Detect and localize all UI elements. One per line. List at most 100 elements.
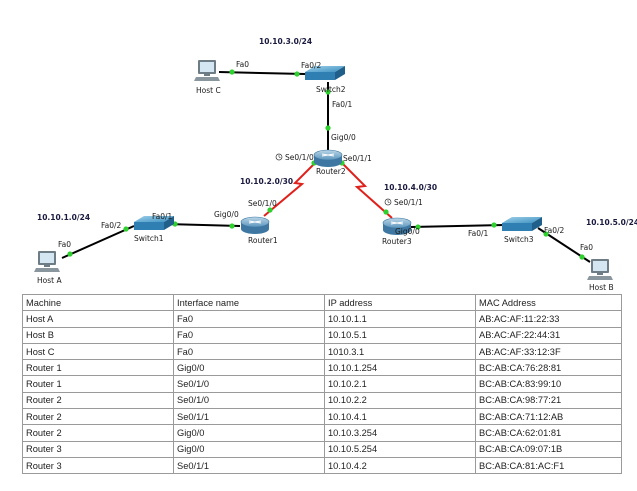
cell-machine: Host B (22, 326, 174, 344)
cell-interface: Se0/1/1 (173, 408, 325, 426)
cell-mac: BC:AB:CA:62:01:81 (475, 424, 622, 442)
port-label-router2-gig00: Gig0/0 (331, 133, 356, 142)
cell-machine: Router 2 (22, 391, 174, 410)
switch3-icon[interactable] (502, 217, 542, 231)
cell-ip: 10.10.5.254 (324, 440, 476, 458)
serial-link-router1-router2 (263, 157, 321, 217)
cell-mac: BC:AB:CA:09:07:1B (475, 440, 622, 458)
cell-interface: Se0/1/0 (173, 391, 325, 410)
port-dot (325, 125, 331, 131)
port-label-hostb-fa0: Fa0 (580, 243, 593, 252)
cell-ip: 10.10.3.254 (324, 424, 476, 442)
cell-machine: Router 2 (22, 424, 174, 442)
port-dot (229, 69, 235, 75)
link-router3-switch3 (410, 224, 505, 228)
cell-machine: Router 1 (22, 375, 174, 393)
port-label-hosta-fa0: Fa0 (58, 240, 71, 249)
host-a-pc-icon[interactable] (34, 251, 60, 272)
clock-icon (275, 153, 283, 161)
host-c-label: Host C (196, 86, 221, 95)
port-label-switch3-fa01: Fa0/1 (468, 229, 489, 238)
cell-ip: 10.10.4.1 (324, 408, 476, 426)
network-label-10-10-4: 10.10.4.0/30 (384, 183, 437, 192)
cell-machine: Host A (22, 310, 174, 328)
cell-mac: AB:AC:AF:33:12:3F (475, 342, 622, 361)
network-label-10-10-5: 10.10.5.0/24 (586, 218, 637, 227)
port-label-router2-se010: Se0/1/0 (285, 153, 314, 162)
cell-ip: 10.10.1.254 (324, 359, 476, 377)
cell-interface: Fa0 (173, 342, 325, 361)
port-dot (415, 224, 421, 230)
port-label-switch1-fa01: Fa0/1 (152, 212, 173, 221)
switch2-icon[interactable] (305, 66, 345, 80)
cell-machine: Router 1 (22, 359, 174, 377)
port-dot (67, 251, 73, 257)
addressing-table: Machine Interface name IP address MAC Ad… (22, 293, 622, 475)
column-header-ip: IP address (324, 293, 476, 312)
router2-label: Router2 (316, 167, 346, 176)
cell-mac: AB:AC:AF:22:44:31 (475, 326, 622, 344)
switch2-label: Switch2 (316, 85, 346, 94)
router1-label: Router1 (248, 236, 278, 245)
router3-label: Router3 (382, 237, 412, 246)
cell-interface: Gig0/0 (173, 440, 325, 458)
cell-ip: 10.10.2.2 (324, 391, 476, 410)
cell-interface: Gig0/0 (173, 359, 325, 377)
cell-ip: 10.10.1.1 (324, 310, 476, 328)
cell-machine: Host C (22, 342, 174, 361)
column-header-mac: MAC Address (475, 293, 622, 312)
cell-interface: Se0/1/1 (173, 456, 325, 475)
router3-icon[interactable] (382, 217, 412, 235)
host-a-label: Host A (37, 276, 62, 285)
cell-mac: BC:AB:CA:81:AC:F1 (475, 456, 622, 475)
switch3-label: Switch3 (504, 235, 534, 244)
network-label-10-10-1: 10.10.1.0/24 (37, 213, 90, 222)
port-label-switch2-fa01: Fa0/1 (332, 100, 353, 109)
port-label-router1-gig00: Gig0/0 (214, 210, 239, 219)
cell-mac: BC:AB:CA:83:99:10 (475, 375, 622, 393)
port-dot (229, 223, 235, 229)
link-hosta-switch1 (61, 225, 135, 259)
port-label-router2-se011: Se0/1/1 (343, 154, 372, 163)
port-dot (491, 222, 497, 228)
port-label-hostc-fa0: Fa0 (236, 60, 249, 69)
serial-link-router2-router3 (336, 157, 393, 219)
port-label-switch2-fa02: Fa0/2 (301, 61, 322, 70)
switch1-label: Switch1 (134, 234, 164, 243)
network-label-10-10-3: 10.10.3.0/24 (259, 37, 312, 46)
cell-mac: BC:AB:CA:98:77:21 (475, 391, 622, 410)
cell-interface: Se0/1/0 (173, 375, 325, 393)
port-dot (123, 226, 129, 232)
cell-ip: 1010.3.1 (324, 342, 476, 361)
column-header-machine: Machine (22, 293, 174, 312)
router1-icon[interactable] (240, 216, 270, 234)
port-dot (543, 231, 549, 237)
port-dot (579, 254, 585, 260)
clock-icon (384, 198, 392, 206)
switch1-icon[interactable] (134, 216, 174, 230)
router2-icon[interactable] (313, 149, 343, 167)
port-label-router3-se011: Se0/1/1 (394, 198, 423, 207)
network-label-10-10-2: 10.10.2.0/30 (240, 177, 293, 186)
cell-ip: 10.10.2.1 (324, 375, 476, 393)
cell-ip: 10.10.4.2 (324, 456, 476, 475)
port-indicators (67, 69, 585, 260)
network-topology-diagram: Host C Switch2 Router2 Router1 Router3 S… (34, 37, 637, 292)
host-b-pc-icon[interactable] (587, 259, 613, 280)
column-header-interface: Interface name (173, 293, 325, 312)
cell-interface: Fa0 (173, 326, 325, 344)
port-label-switch3-fa02: Fa0/2 (544, 226, 565, 235)
cell-mac: BC:AB:CA:76:28:81 (475, 359, 622, 377)
cell-machine: Router 3 (22, 440, 174, 458)
cell-interface: Fa0 (173, 310, 325, 328)
host-c-pc-icon[interactable] (194, 60, 220, 81)
